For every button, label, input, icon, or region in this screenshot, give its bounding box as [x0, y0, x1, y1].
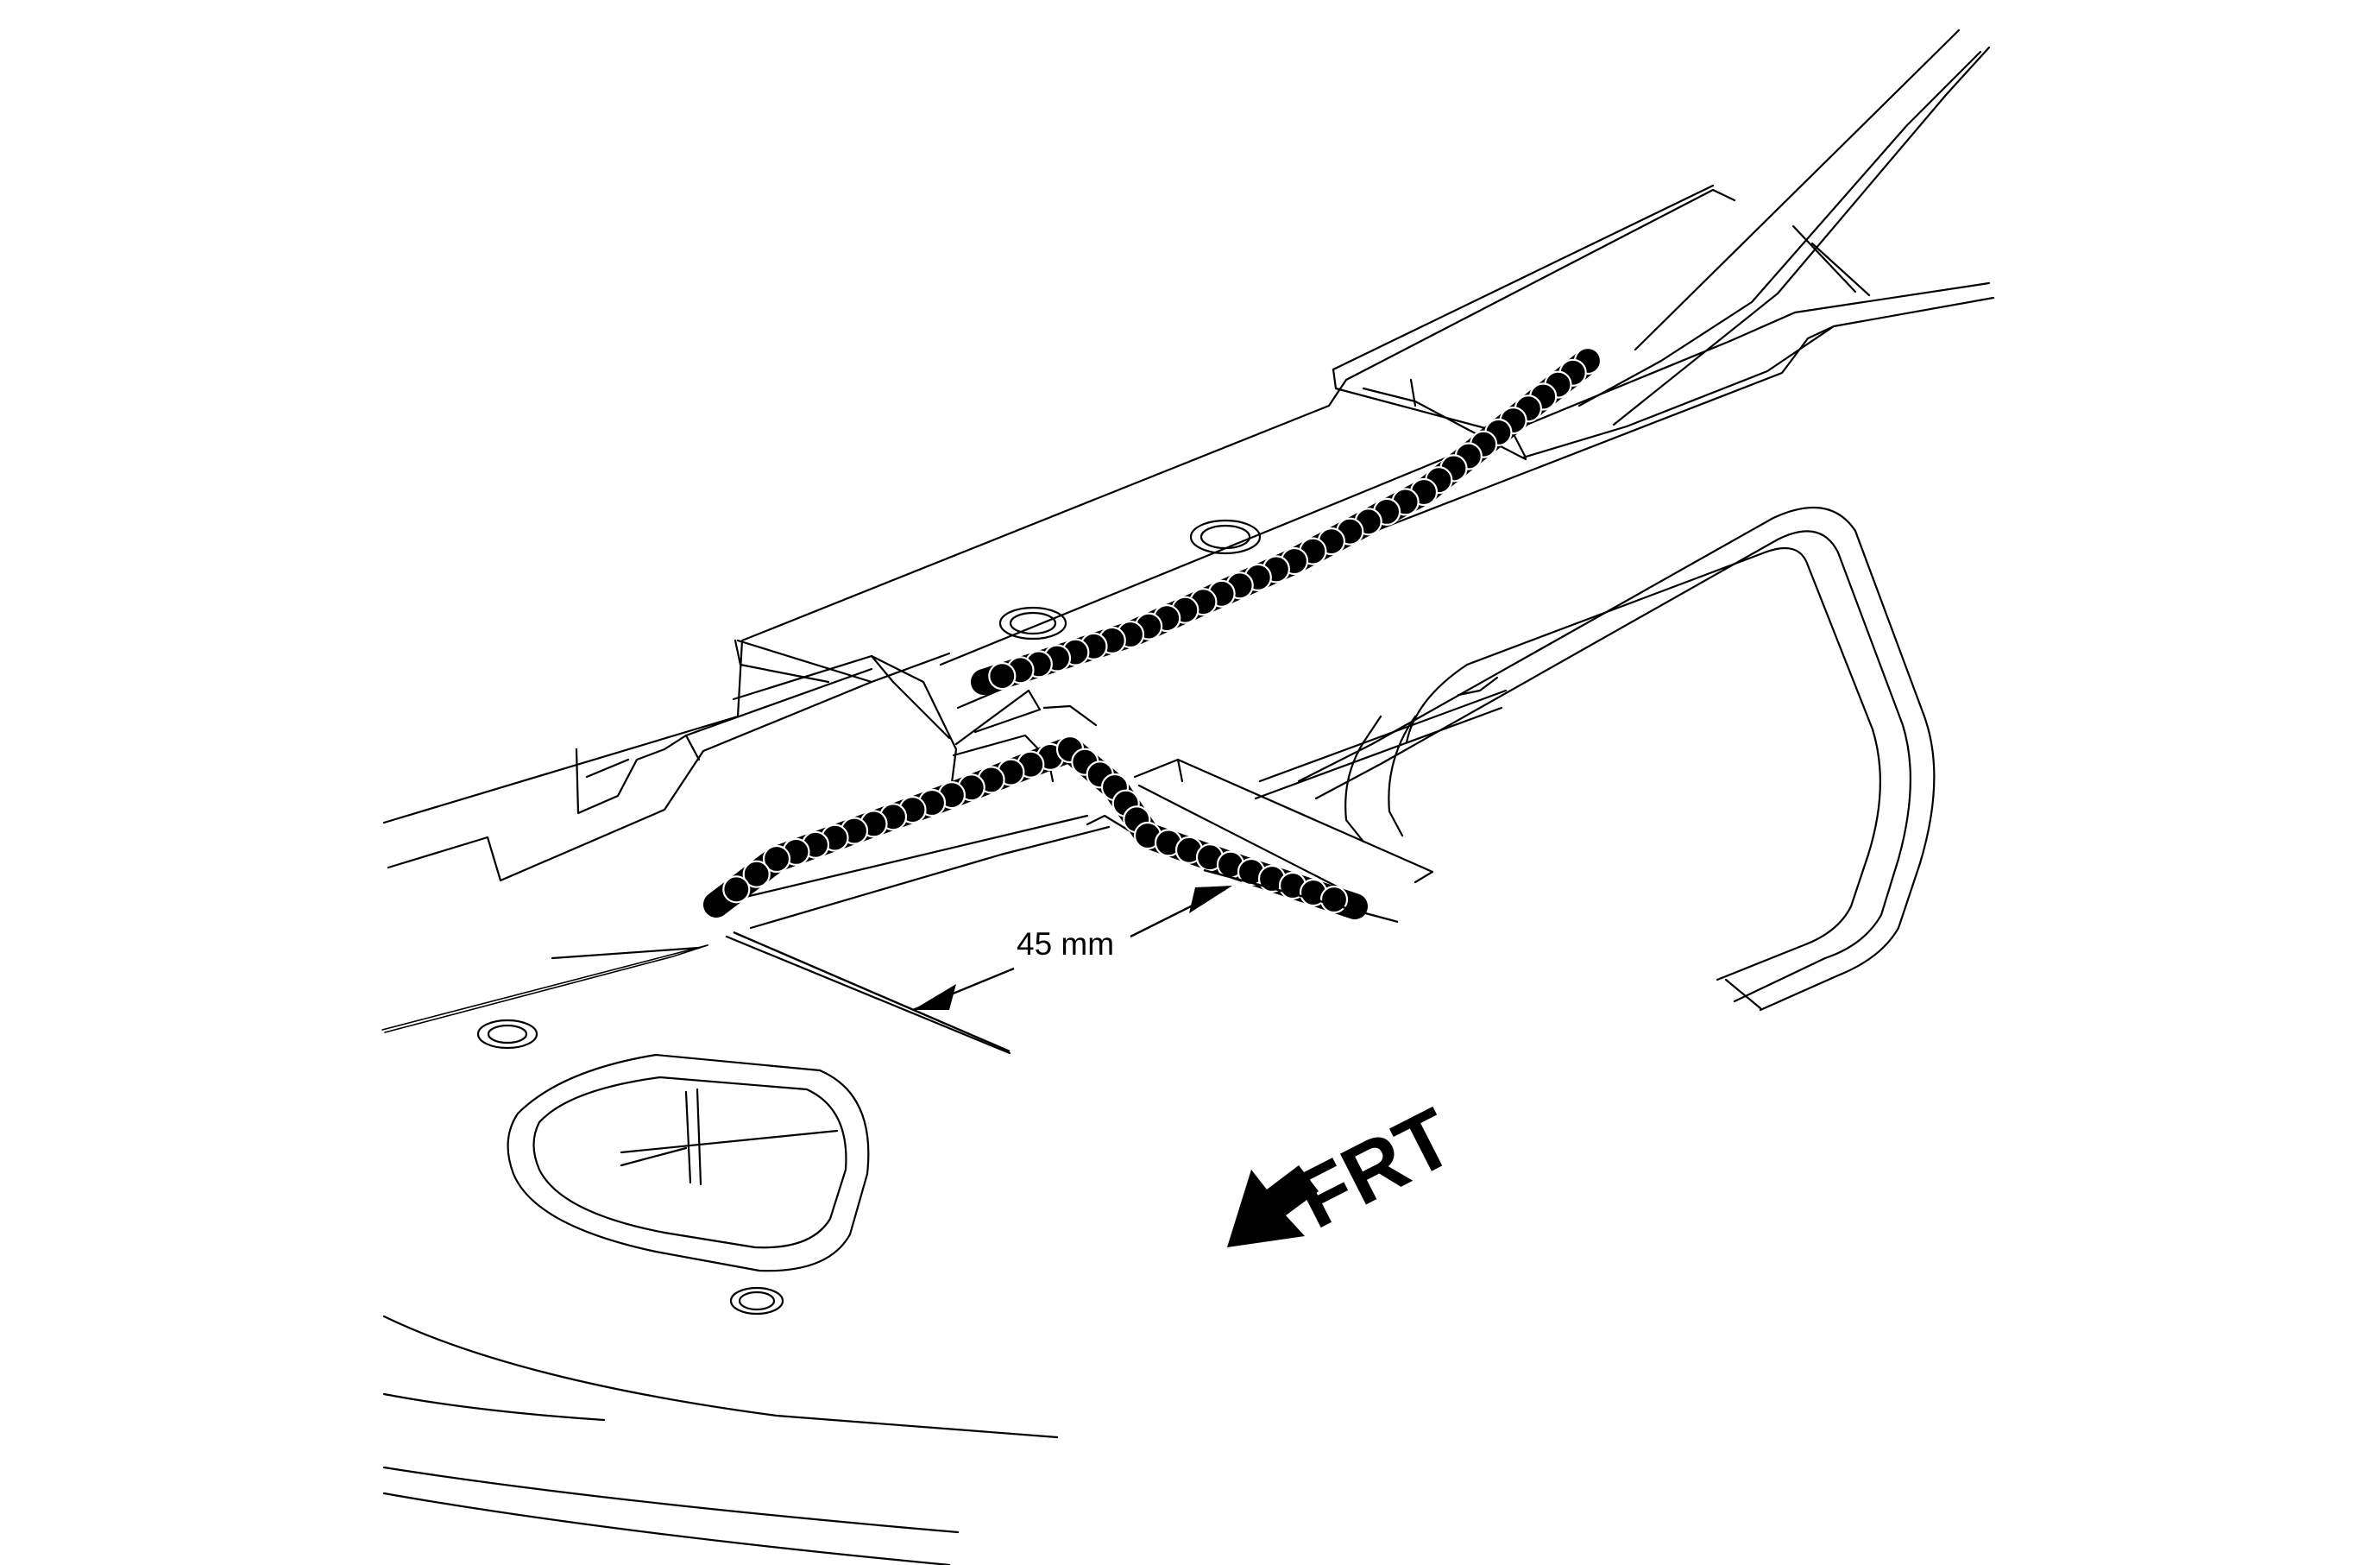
upper-rail-panel — [382, 28, 1995, 882]
weld-bead-segment — [1319, 885, 1349, 914]
weld-bead-segment — [742, 860, 771, 888]
floor-panel — [381, 519, 1262, 1565]
front-indicator: FRT — [1227, 1091, 1468, 1247]
weld-bead-segment — [722, 875, 751, 904]
dimension-arrow-icon — [1189, 886, 1232, 913]
dimension-45mm: 45 mm — [733, 868, 1399, 1053]
weld-bead-segment — [762, 844, 791, 874]
front-label: FRT — [1282, 1091, 1468, 1246]
weld-bead-segment — [988, 661, 1017, 691]
weld-bead-segments — [722, 346, 1602, 914]
right-opening — [1297, 506, 1936, 1012]
dimension-label: 45 mm — [1017, 926, 1114, 962]
center-bracket — [732, 654, 1508, 930]
dimension-arrow-icon — [913, 984, 956, 1010]
front-arrow-icon — [1227, 1165, 1319, 1247]
weld-bead — [703, 346, 1602, 919]
